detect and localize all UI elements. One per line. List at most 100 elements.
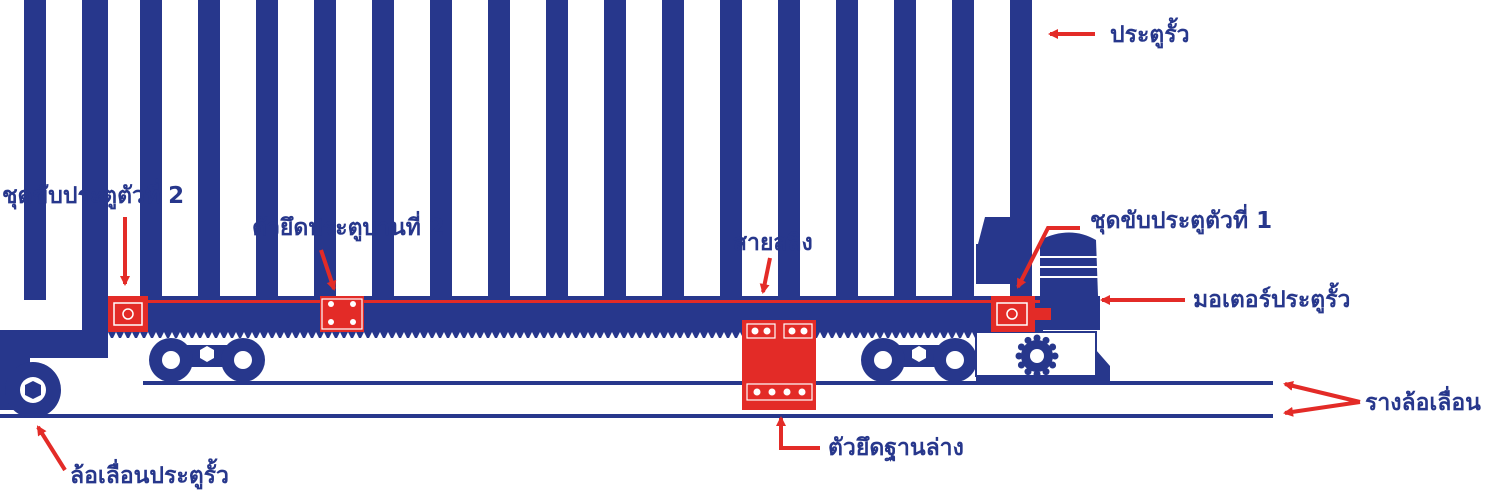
rack-tooth [380,332,388,338]
gate-bar [198,0,220,300]
rack-tooth [356,332,364,338]
rack-tooth [828,332,836,338]
rack-tooth [156,332,164,338]
rack-tooth [500,332,508,338]
rack-tooth [188,332,196,338]
rack-tooth [468,332,476,338]
sling-cable [108,300,1043,303]
gear-tooth [1024,368,1032,376]
rack-tooth [236,332,244,338]
rack-tooth [132,332,140,338]
rack-tooth [348,332,356,338]
rack-tooth [124,332,132,338]
rack-tooth [116,332,124,338]
rack-tooth [252,332,260,338]
gate-bars [24,0,1032,300]
rack-tooth [428,332,436,338]
rack-tooth [852,332,860,338]
gate-bar [256,0,278,300]
rack-tooth [412,332,420,338]
rack-tooth [148,332,156,338]
rack-tooth [700,332,708,338]
rack-tooth [244,332,252,338]
gear-tooth [1017,343,1025,351]
rail-track [0,381,1273,418]
rack-tooth [548,332,556,338]
callout-arrows [36,29,1361,472]
rack-tooth [628,332,636,338]
label-base-clamp: ตัวยึดฐานล่าง [828,435,964,461]
rack-tooth [732,332,740,338]
rack-tooth [612,332,620,338]
gate-clamp-2 [320,296,364,332]
rack-tooth [292,332,300,338]
rack-tooth [284,332,292,338]
drive-unit-2-block [108,296,148,332]
rack-tooth [340,332,348,338]
rack-tooth [724,332,732,338]
label-gate-wheel: ล้อเลื่อนประตูรั้ว [70,463,229,489]
rack-tooth [436,332,444,338]
rack-tooth [676,332,684,338]
gear-tooth [1017,361,1025,369]
rack-tooth [300,332,308,338]
rack-tooth [524,332,532,338]
rack-tooth [332,332,340,338]
rack-tooth [684,332,692,338]
gate-motor [975,217,1110,382]
arrow-rail-top [1283,381,1361,404]
gate-bar [894,0,916,300]
rack-tooth [460,332,468,338]
rack-tooth [596,332,604,338]
rack-tooth [196,332,204,338]
rack-tooth [516,332,524,338]
rack-tooth [108,332,116,338]
gear-tooth [1024,336,1032,344]
rack-tooth [404,332,412,338]
rack-tooth [532,332,540,338]
rack-tooth [180,332,188,338]
gear-tooth [1042,368,1050,376]
rack-tooth [308,332,316,338]
gear-tooth [1051,352,1059,360]
rack-tooth [900,332,908,338]
rack-tooth [636,332,644,338]
gate-bar [604,0,626,300]
rack-tooth [316,332,324,338]
label-drive-unit-1: ชุดขับประตูตัวที่ 1 [1090,208,1273,234]
gate-bar [24,0,46,300]
gate-bar [140,0,162,300]
gate-bar [488,0,510,300]
rack-tooth [692,332,700,338]
gear-rack [108,332,1044,338]
gear-tooth [1049,343,1057,351]
label-gate-motor: มอเตอร์ประตูรั้ว [1193,287,1351,313]
rack-tooth [324,332,332,338]
rack-tooth [916,332,924,338]
gate-left-frame [0,0,108,358]
rack-tooth [956,332,964,338]
gate-bar [314,0,336,300]
rack-tooth [892,332,900,338]
rack-tooth [372,332,380,338]
rack-tooth [948,332,956,338]
rack-tooth [564,332,572,338]
rack-tooth [484,332,492,338]
rack-tooth [708,332,716,338]
rack-tooth [604,332,612,338]
rack-tooth [580,332,588,338]
rack-tooth [556,332,564,338]
rack-tooth [932,332,940,338]
rack-tooth [668,332,676,338]
rack-tooth [276,332,284,338]
rack-tooth [172,332,180,338]
arrow-base-clamp [776,416,820,450]
rack-tooth [644,332,652,338]
gate-bottom-beam [108,296,1044,338]
rack-tooth [660,332,668,338]
wheel-pair-left [149,338,265,382]
rack-tooth [964,332,972,338]
rack-tooth [220,332,228,338]
label-gate: ประตูรั้ว [1110,22,1190,48]
gate-bar [836,0,858,300]
